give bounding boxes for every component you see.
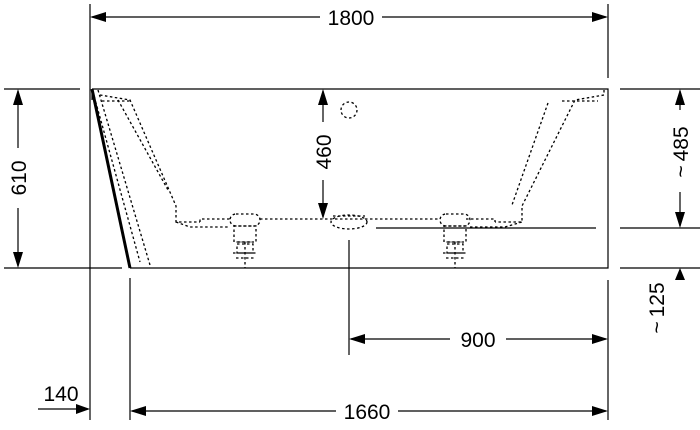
dimension-outer-depth: ~485	[670, 89, 693, 228]
right-foot	[439, 213, 471, 268]
total-width-label: 610	[8, 160, 31, 195]
left-offset-label: 140	[43, 383, 78, 406]
left-foot	[229, 213, 261, 268]
dimension-left-offset: 140	[38, 383, 90, 414]
inner-basin-outline	[92, 89, 605, 266]
dimension-total-length: 1800	[90, 7, 608, 30]
bathtub-outline	[90, 88, 609, 269]
svg-text:~485: ~485	[670, 126, 693, 177]
dimension-overflow-distance: 900	[349, 329, 608, 352]
svg-text:~125: ~125	[646, 282, 669, 333]
outer-depth-prefix: ~	[670, 165, 693, 177]
overflow-hole	[340, 101, 358, 119]
inner-depth-label: 460	[313, 134, 336, 169]
offset-height-prefix: ~	[646, 321, 669, 333]
extension-lines	[4, 4, 700, 420]
dimension-inner-depth: 460	[313, 89, 336, 219]
dimension-base-length: 1660	[130, 401, 608, 424]
base-length-label: 1660	[344, 401, 391, 424]
dimension-total-width: 610	[8, 89, 31, 268]
outer-depth-label: 485	[670, 126, 693, 161]
offset-height-label: 125	[646, 282, 669, 317]
overflow-distance-label: 900	[460, 329, 495, 352]
total-length-label: 1800	[328, 7, 375, 30]
dimension-offset-height: ~125	[646, 268, 685, 334]
